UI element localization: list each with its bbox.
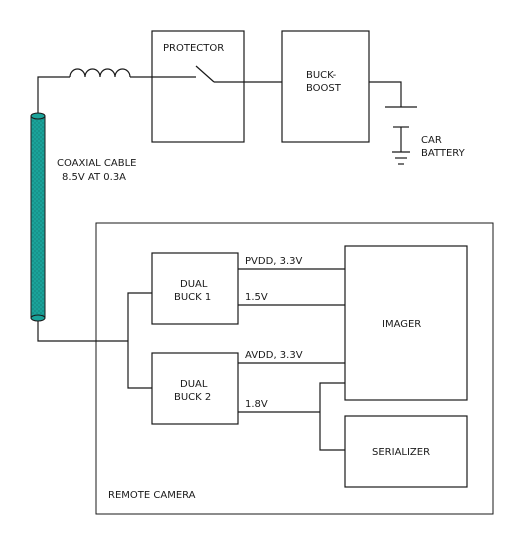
coax-top-cap — [30, 112, 46, 120]
serializer-box — [344, 415, 468, 488]
dual-buck-2-label-2: BUCK 2 — [174, 392, 211, 403]
car-battery-label-1: CAR — [421, 135, 442, 146]
serializer-label: SERIALIZER — [372, 447, 430, 458]
coax-label-2: 8.5V AT 0.3A — [62, 172, 126, 183]
wire-coax-to-inductor — [37, 76, 70, 116]
dual-buck-2-label-1: DUAL — [180, 379, 208, 390]
buck-boost-label-2: BOOST — [306, 83, 342, 94]
v15-label: 1.5V — [245, 292, 268, 303]
protector-box — [151, 30, 245, 143]
coaxial-cable — [30, 115, 46, 319]
inductor-symbol — [69, 68, 131, 78]
buck-boost-label-1: BUCK- — [306, 70, 337, 81]
imager-label: IMAGER — [382, 319, 421, 330]
wire-1v8-to-imager — [319, 382, 345, 412]
dual-buck-1-label-2: BUCK 1 — [174, 292, 211, 303]
buck-boost-box — [281, 30, 370, 143]
protector-label: PROTECTOR — [163, 43, 224, 54]
switch-blade — [195, 65, 215, 83]
pvdd-label: PVDD, 3.3V — [245, 256, 303, 267]
avdd-label: AVDD, 3.3V — [245, 350, 303, 361]
car-battery-label-2: BATTERY — [421, 148, 466, 159]
v18-label: 1.8V — [245, 399, 268, 410]
wire-coax-to-camera — [37, 321, 128, 342]
coax-bottom-cap — [30, 314, 46, 322]
dual-buck-1-box — [151, 252, 239, 325]
imager-box — [344, 245, 468, 401]
wire-1v8-to-serializer — [319, 412, 345, 451]
wire-bus-to-buck2 — [127, 341, 152, 389]
wire-bus-to-buck1 — [127, 292, 152, 341]
dual-buck-1-label-1: DUAL — [180, 279, 208, 290]
wire-buckboost-to-battery — [369, 81, 402, 107]
dual-buck-2-box — [151, 352, 239, 425]
remote-camera-frame — [95, 222, 494, 515]
coax-label-1: COAXIAL CABLE — [57, 158, 136, 169]
remote-camera-label: REMOTE CAMERA — [108, 490, 196, 501]
